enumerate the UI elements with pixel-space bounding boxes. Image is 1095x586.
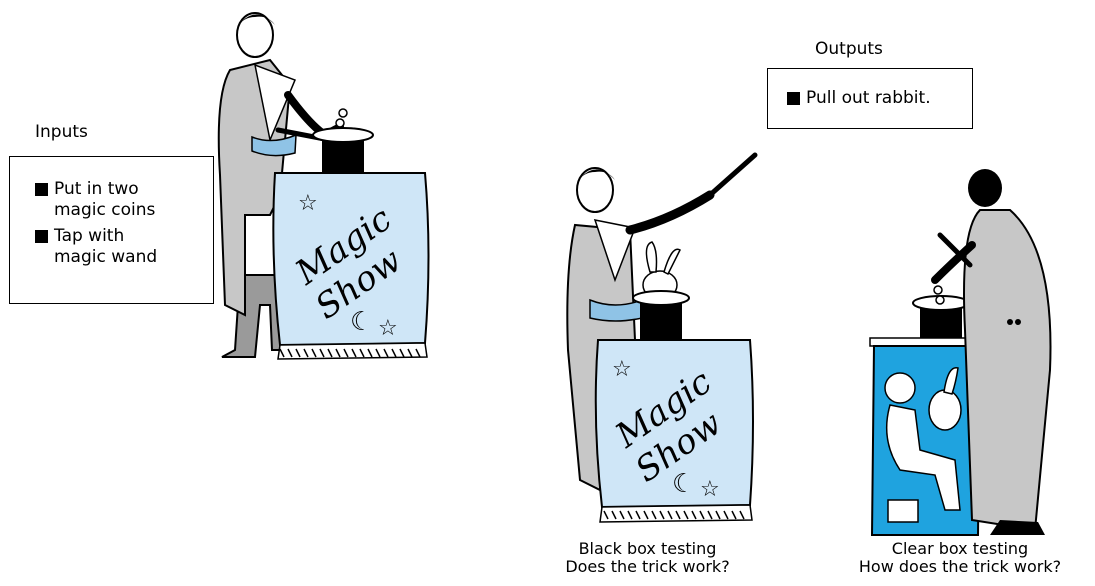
input-item-line: magic wand <box>54 247 158 267</box>
star-icon: ☆ <box>700 477 720 502</box>
bullet-square-icon <box>787 92 800 105</box>
output-item: Pull out rabbit. <box>787 88 931 109</box>
caption-black-box: Black box testing Does the trick work? <box>560 540 735 576</box>
bullet-square-icon <box>35 183 48 196</box>
magician-clear-box-illustration <box>869 169 1052 536</box>
moon-icon: ☾ <box>350 307 373 337</box>
caption-line: Does the trick work? <box>565 557 730 576</box>
caption-clear-box: Clear box testing How does the trick wor… <box>855 540 1065 576</box>
inputs-heading: Inputs <box>35 122 88 142</box>
input-item: Put in two magic coins <box>35 179 157 221</box>
outputs-box: Pull out rabbit. <box>767 68 973 129</box>
output-item-text: Pull out rabbit. <box>806 88 931 108</box>
magician-black-box-illustration: Magic Show ☆ ☾ ☆ <box>566 152 758 523</box>
star-icon: ☆ <box>612 357 632 382</box>
caption-line: How does the trick work? <box>858 557 1062 576</box>
input-item-line: Tap with <box>54 226 125 246</box>
input-item-line: magic coins <box>54 200 156 220</box>
moon-icon: ☾ <box>672 469 695 499</box>
outputs-heading: Outputs <box>815 39 883 59</box>
caption-line: Clear box testing <box>891 539 1029 558</box>
bullet-square-icon <box>35 230 48 243</box>
input-item: Tap with magic wand <box>35 226 157 268</box>
star-icon: ☆ <box>378 316 398 341</box>
caption-line: Black box testing <box>578 539 717 558</box>
inputs-box: Put in two magic coins Tap with magic wa… <box>9 156 214 304</box>
magician-inputs-illustration: Magic Show ☆ ☾ ☆ <box>217 12 430 360</box>
star-icon: ☆ <box>298 191 318 216</box>
input-item-line: Put in two <box>54 179 139 199</box>
